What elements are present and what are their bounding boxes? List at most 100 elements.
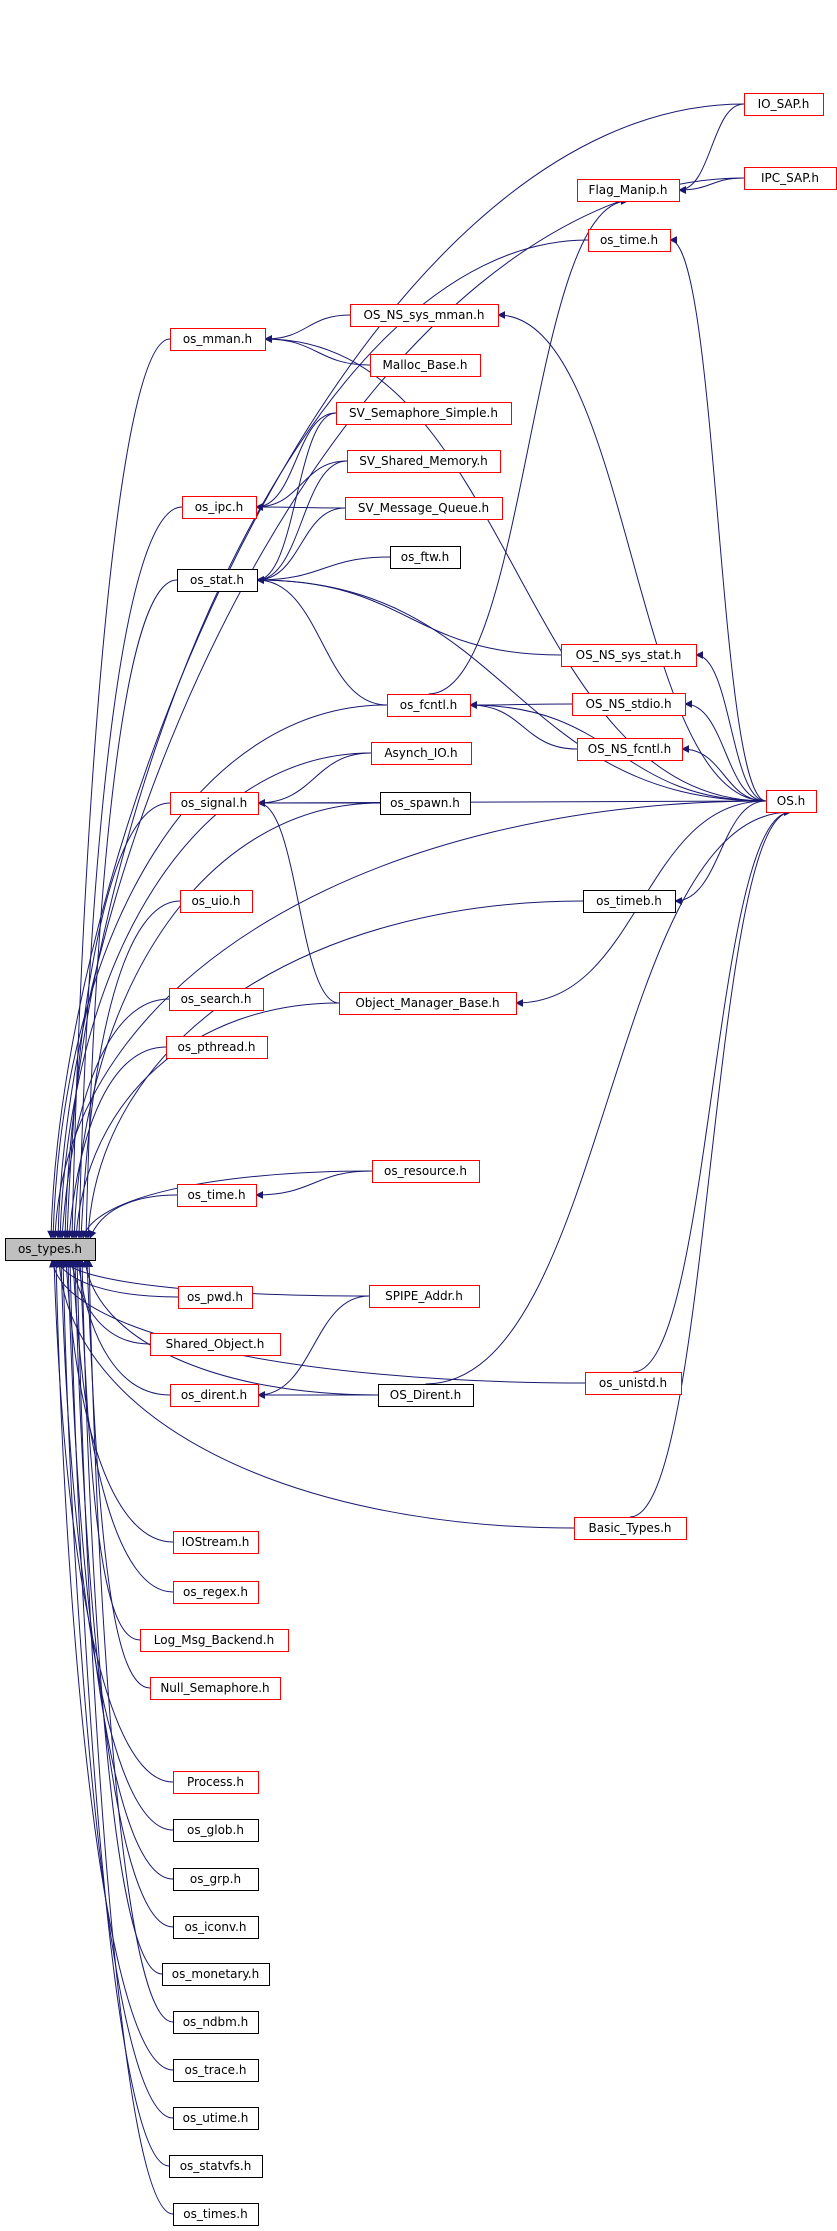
edge-os_h-to-os_time_a <box>669 236 767 802</box>
node-label: os_types.h <box>18 1242 82 1256</box>
node-label: Asynch_IO.h <box>384 746 457 760</box>
node-label: Malloc_Base.h <box>383 358 468 372</box>
node-os_spawn[interactable]: os_spawn.h <box>380 792 471 815</box>
edge-os_stat-to-os_types <box>82 579 178 1239</box>
node-label: os_resource.h <box>384 1164 467 1178</box>
node-basic_types[interactable]: Basic_Types.h <box>574 1517 687 1540</box>
node-os_stat[interactable]: os_stat.h <box>177 569 258 592</box>
node-os_regex[interactable]: os_regex.h <box>173 1581 259 1604</box>
edge-os_uio-to-os_types <box>77 900 181 1239</box>
node-label: Basic_Types.h <box>588 1521 671 1535</box>
node-ipc_sap[interactable]: IPC_SAP.h <box>744 167 837 190</box>
edge-os_search-to-os_types <box>58 998 170 1239</box>
node-label: Null_Semaphore.h <box>160 1681 269 1695</box>
node-os_resource[interactable]: os_resource.h <box>372 1160 480 1183</box>
node-label: os_search.h <box>181 992 252 1006</box>
node-sv_msg_queue[interactable]: SV_Message_Queue.h <box>345 497 503 520</box>
node-label: IPC_SAP.h <box>761 171 819 185</box>
node-sv_sem_simple[interactable]: SV_Semaphore_Simple.h <box>336 402 512 425</box>
node-label: OS_NS_sys_stat.h <box>576 648 682 662</box>
node-os_times[interactable]: os_times.h <box>173 2203 259 2226</box>
node-box <box>169 988 264 1011</box>
edge-os_statvfs-to-os_types <box>66 1259 170 2167</box>
node-box <box>166 1036 268 1059</box>
node-box <box>577 179 680 202</box>
node-os_time_a[interactable]: os_time.h <box>588 229 671 252</box>
node-label: Shared_Object.h <box>166 1337 265 1351</box>
node-log_msg_backend[interactable]: Log_Msg_Backend.h <box>140 1629 289 1652</box>
node-os_pwd[interactable]: os_pwd.h <box>178 1286 253 1309</box>
node-box <box>162 1963 270 1986</box>
node-os_uio[interactable]: os_uio.h <box>180 890 253 913</box>
node-os_ndbm[interactable]: os_ndbm.h <box>173 2011 259 2034</box>
node-box <box>150 1677 281 1700</box>
node-box <box>180 890 253 913</box>
node-flag_manip[interactable]: Flag_Manip.h <box>577 179 680 202</box>
node-os_monetary[interactable]: os_monetary.h <box>162 1963 270 1986</box>
node-box <box>347 450 501 473</box>
edge-spipe_addr-to-os_dirent <box>257 1295 370 1399</box>
node-label: OS_NS_sys_mman.h <box>363 308 484 322</box>
node-object_manager_base[interactable]: Object_Manager_Base.h <box>339 992 517 1015</box>
node-os_dirent_cls[interactable]: OS_Dirent.h <box>378 1384 474 1407</box>
node-os_ns_stdio[interactable]: OS_NS_stdio.h <box>572 693 686 716</box>
node-asynch_io[interactable]: Asynch_IO.h <box>371 742 472 765</box>
node-os_glob[interactable]: os_glob.h <box>173 1819 259 1842</box>
node-os_unistd[interactable]: os_unistd.h <box>585 1372 682 1395</box>
node-os_ns_fcntl[interactable]: OS_NS_fcntl.h <box>577 738 683 761</box>
edge-os_fcntl-to-os_stat <box>256 576 388 706</box>
node-os_grp[interactable]: os_grp.h <box>173 1868 259 1891</box>
node-os_signal[interactable]: os_signal.h <box>170 792 259 815</box>
node-box <box>173 1771 259 1794</box>
node-box <box>173 2203 259 2226</box>
node-os_ftw[interactable]: os_ftw.h <box>390 546 461 569</box>
node-os_search[interactable]: os_search.h <box>169 988 264 1011</box>
node-os_h[interactable]: OS.h <box>766 790 817 813</box>
node-null_semaphore[interactable]: Null_Semaphore.h <box>150 1677 281 1700</box>
edge-os_dirent_cls-to-os_types <box>81 1259 379 1396</box>
node-os_fcntl[interactable]: os_fcntl.h <box>387 694 471 717</box>
node-box <box>371 742 472 765</box>
edge-ipc_sap-to-os_types <box>54 177 745 1239</box>
node-process[interactable]: Process.h <box>173 1771 259 1794</box>
edge-os_h-to-os_types <box>51 800 767 1239</box>
node-os_ns_sys_mman[interactable]: OS_NS_sys_mman.h <box>350 304 499 327</box>
node-os_iconv[interactable]: os_iconv.h <box>173 1916 259 1939</box>
node-io_sap[interactable]: IO_SAP.h <box>744 93 824 116</box>
node-os_ns_sys_stat[interactable]: OS_NS_sys_stat.h <box>561 644 697 667</box>
node-malloc_base[interactable]: Malloc_Base.h <box>370 354 481 377</box>
edge-os_iconv-to-os_types <box>71 1259 174 1928</box>
node-os_mman[interactable]: os_mman.h <box>170 328 266 351</box>
node-os_statvfs[interactable]: os_statvfs.h <box>169 2155 263 2178</box>
node-os_utime[interactable]: os_utime.h <box>173 2107 259 2130</box>
node-label: SPIPE_Addr.h <box>385 1289 463 1303</box>
node-box <box>173 1868 259 1891</box>
edge-os_utime-to-os_types <box>59 1259 174 2119</box>
edge-basic_types-to-os_types <box>55 1259 575 1529</box>
node-label: os_time.h <box>187 1188 245 1202</box>
edge-sv_shared_mem-to-os_stat <box>256 460 348 584</box>
edge-os_h-to-os_stat <box>256 576 767 802</box>
node-box <box>173 1581 259 1604</box>
node-sv_shared_mem[interactable]: SV_Shared_Memory.h <box>347 450 501 473</box>
edge-os_ndbm-to-os_types <box>85 1259 174 2023</box>
node-os_ipc[interactable]: os_ipc.h <box>182 496 257 519</box>
node-iostream[interactable]: IOStream.h <box>173 1531 259 1554</box>
edge-os_h-to-os_ns_fcntl <box>681 745 767 802</box>
node-os_time_b[interactable]: os_time.h <box>177 1184 257 1207</box>
node-box <box>140 1629 289 1652</box>
edge-os_spawn-to-os_types <box>70 802 381 1239</box>
edge-os_ns_sys_mman-to-os_mman <box>264 314 351 343</box>
node-label: os_ndbm.h <box>183 2015 249 2029</box>
node-shared_object[interactable]: Shared_Object.h <box>150 1333 281 1356</box>
node-os_trace[interactable]: os_trace.h <box>173 2059 259 2082</box>
node-box <box>380 792 471 815</box>
node-box <box>173 1531 259 1554</box>
node-label: os_signal.h <box>181 796 248 810</box>
node-os_pthread[interactable]: os_pthread.h <box>166 1036 268 1059</box>
node-os_dirent[interactable]: os_dirent.h <box>170 1384 259 1407</box>
edge-os_fcntl-to-os_types <box>49 704 388 1239</box>
node-spipe_addr[interactable]: SPIPE_Addr.h <box>369 1285 480 1308</box>
node-os_timeb[interactable]: os_timeb.h <box>583 890 676 913</box>
node-label: Process.h <box>187 1775 244 1789</box>
